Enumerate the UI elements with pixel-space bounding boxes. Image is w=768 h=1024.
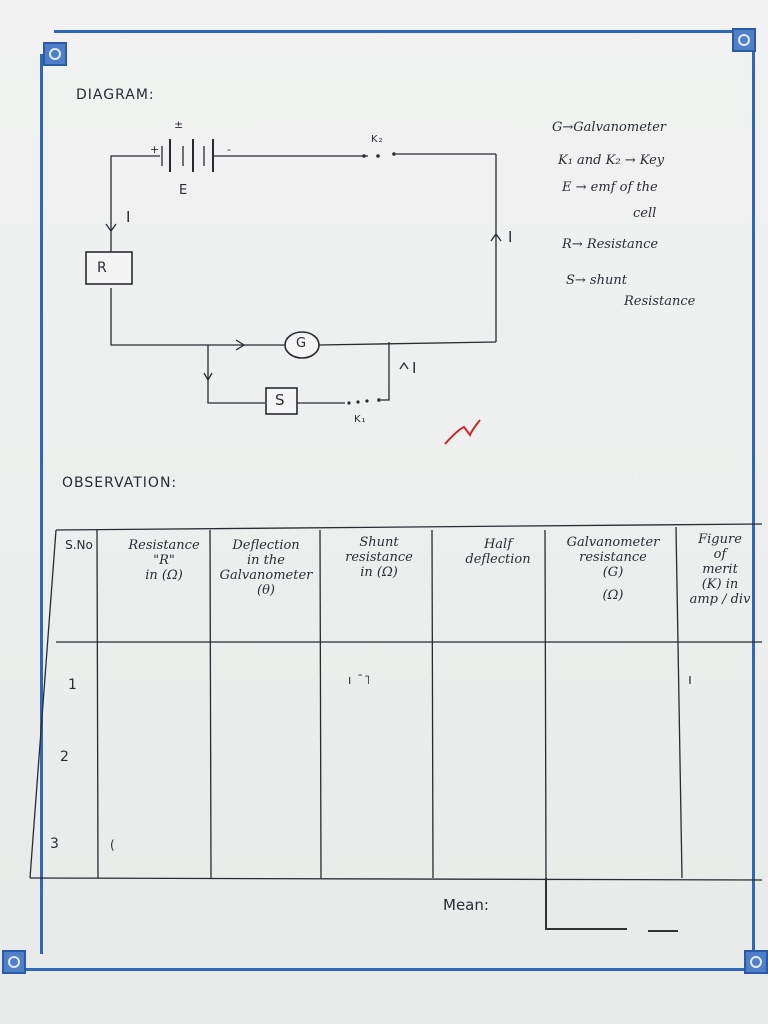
corner-ornament-icon [732, 28, 756, 52]
frame-top [54, 30, 744, 33]
galvanometer-symbol-label: G [296, 336, 308, 351]
battery-minus-label: - [227, 143, 232, 156]
header-resistance: Resistance"R"in (Ω) [128, 538, 200, 583]
circuit-diagram [85, 139, 502, 445]
stray-mark: ( [110, 838, 116, 852]
key1-label: K₁ [354, 414, 367, 425]
mean-value-box [545, 878, 627, 930]
legend-emf-cont: cell [633, 206, 657, 221]
row-number: 2 [60, 749, 70, 765]
legend-keys: K₁ and K₂ → Key [558, 153, 665, 168]
diagram-heading: DIAGRAM: [76, 87, 155, 103]
frame-bottom [26, 968, 748, 971]
mean-underline [648, 930, 678, 932]
mean-label: Mean: [443, 896, 489, 914]
observation-heading: OBSERVATION: [62, 475, 178, 491]
battery-plus-label: + [150, 143, 161, 156]
resistor-label: R [97, 260, 108, 276]
row-number: 1 [68, 677, 78, 693]
legend-resistance: R→ Resistance [562, 237, 659, 252]
legend-galvanometer: G→Galvanometer [552, 120, 667, 135]
legend-emf: E → emf of the [562, 180, 658, 195]
corner-ornament-icon [43, 42, 67, 66]
key2-label: K₂ [371, 134, 384, 145]
header-sno: S.No [65, 538, 93, 552]
legend-shunt-cont: Resistance [624, 294, 696, 309]
legend-shunt: S→ shunt [566, 273, 627, 288]
corner-ornament-icon [744, 950, 768, 974]
frame-left [40, 54, 43, 954]
frame-right [752, 52, 755, 957]
shunt-label: S [275, 391, 286, 409]
stray-mark: ı ˉ˥ [348, 673, 372, 687]
current-label-shunt: I [412, 359, 418, 377]
battery-label: E [179, 183, 189, 198]
corner-ornament-icon [2, 950, 26, 974]
battery-plus-top-label: ± [174, 118, 185, 131]
current-label-left: I [126, 208, 132, 226]
current-label-right: I [508, 228, 514, 246]
row-number: 3 [50, 836, 60, 852]
stray-mark: ı [688, 672, 693, 688]
